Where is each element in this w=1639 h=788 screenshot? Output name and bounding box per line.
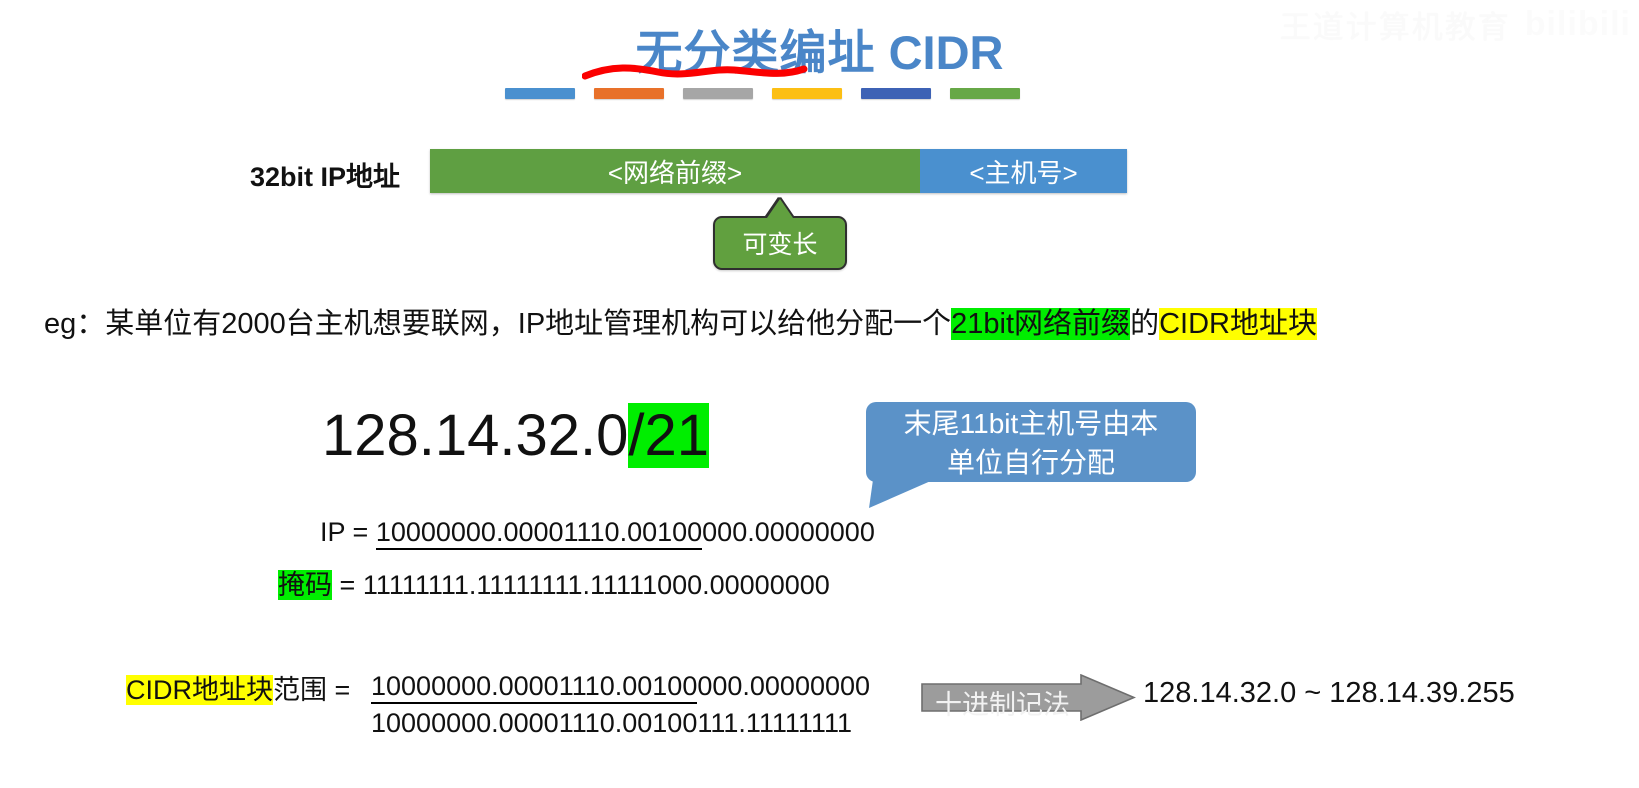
red-underline-annotation (582, 64, 808, 80)
host-bits-callout-line1: 末尾11bit主机号由本 (903, 408, 1159, 439)
example-yellow-highlight: CIDR地址块 (1159, 308, 1317, 340)
cidr-address-display: 128.14.32.0/21 (322, 402, 710, 469)
mask-equals-sign: = (339, 570, 356, 600)
example-green-highlight: 21bit网络前缀 (951, 308, 1131, 340)
cidr-address-suffix: /21 (628, 403, 710, 468)
variable-length-callout: 可变长 (713, 199, 847, 270)
bar-blue (505, 88, 575, 99)
bar-gold (772, 88, 842, 99)
mask-binary-bits: 11111111.11111111.11111000.00000000 (362, 570, 830, 600)
cidr-range-label: CIDR地址块范围 = (126, 668, 350, 707)
cidr-range-label-highlight: CIDR地址块 (126, 675, 273, 705)
mask-binary-row: 掩码 = 11111111.11111111.11111000.00000000 (278, 563, 830, 602)
bar-darkblue (861, 88, 931, 99)
host-bits-callout-line2: 单位自行分配 (946, 447, 1115, 478)
cidr-range-label-rest: 范围 = (273, 675, 351, 705)
decimal-notation-arrow: 十进制记法 (921, 673, 1137, 722)
example-sentence: eg：某单位有2000台主机想要联网，IP地址管理机构可以给他分配一个21bit… (44, 300, 1317, 342)
bar-orange (594, 88, 664, 99)
mask-label: 掩码 (278, 570, 332, 600)
example-prefix-text: eg：某单位有2000台主机想要联网，IP地址管理机构可以给他分配一个 (44, 308, 952, 340)
ip-binary-prefix-bits: 10000000.00001110.00100 (375, 517, 703, 550)
ip-binary-label: IP = (320, 517, 369, 547)
variable-length-callout-label: 可变长 (742, 231, 818, 259)
cidr-range-first-host-bits: 000.00000000 (697, 671, 871, 701)
cidr-range-last-row: 10000000.00001110.00100111.11111111 (371, 708, 852, 738)
cidr-range-first-row: 10000000.00001110.00100000.00000000 (371, 668, 870, 705)
decimal-notation-arrow-label: 十进制记法 (935, 690, 1070, 720)
callout-tail-icon (869, 480, 933, 508)
cidr-range-first-prefix-bits: 10000000.00001110.00100 (371, 671, 698, 704)
page-title-latin: CIDR (875, 26, 1004, 79)
title-area: 无分类编址 CIDR (0, 14, 1639, 83)
ip-binary-row: IP = 10000000.00001110.00100000.00000000 (320, 517, 875, 550)
bar-green (950, 88, 1020, 99)
cidr-range-binary-lines: 10000000.00001110.00100000.00000000 1000… (371, 668, 870, 742)
decimal-range-value: 128.14.32.0 ~ 128.14.39.255 (1143, 677, 1515, 709)
ip-address-bar: <网络前缀> <主机号> (430, 149, 1127, 193)
callout-pointer-icon (767, 199, 793, 218)
network-prefix-segment: <网络前缀> (430, 149, 920, 193)
example-middle-text: 的 (1130, 308, 1160, 340)
host-bits-callout: 末尾11bit主机号由本 单位自行分配 (866, 402, 1196, 508)
decorative-bar-row (505, 88, 1020, 99)
ip-address-label: 32bit IP地址 (250, 162, 401, 192)
host-number-segment: <主机号> (920, 149, 1127, 193)
cidr-address-base: 128.14.32.0 (322, 403, 629, 468)
arrow-shape-icon (921, 673, 1137, 722)
ip-binary-host-bits: 000.00000000 (702, 517, 875, 547)
bar-gray (683, 88, 753, 99)
